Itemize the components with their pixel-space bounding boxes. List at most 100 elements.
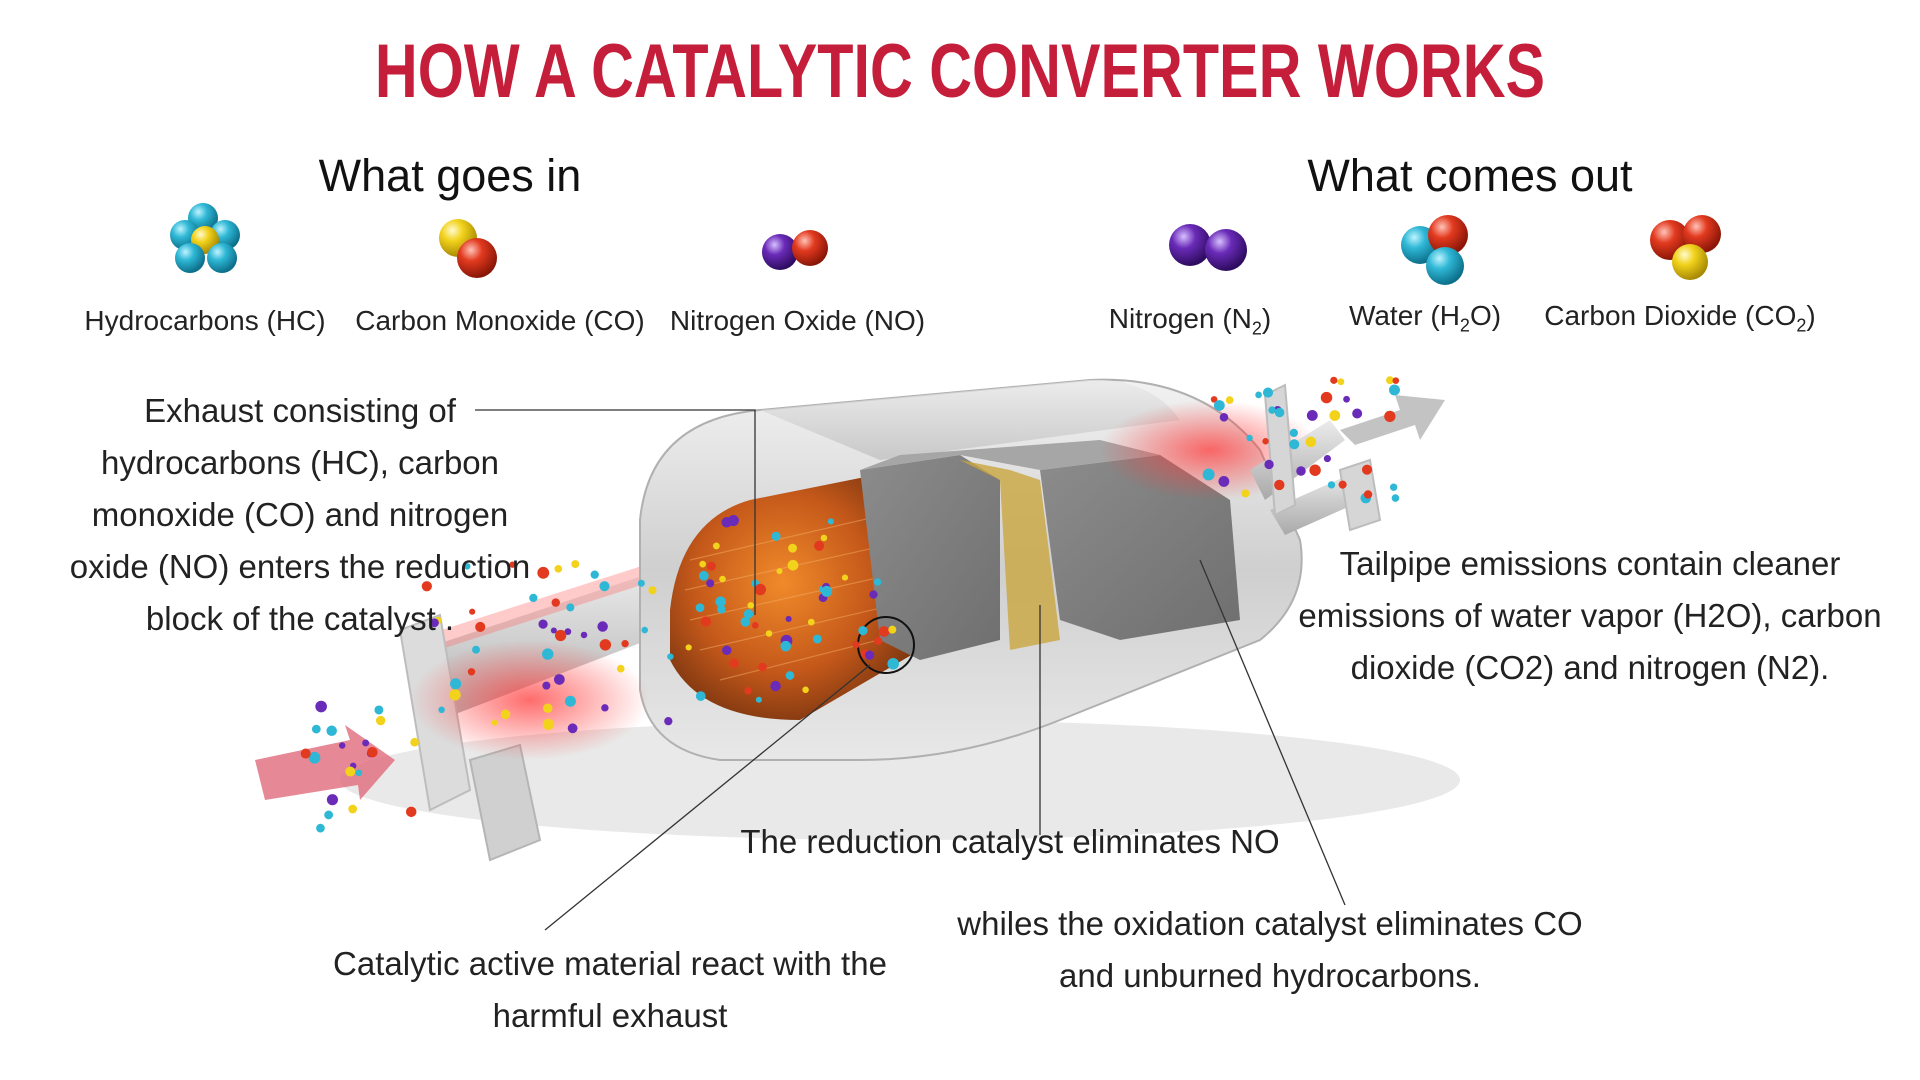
particle [601,704,609,712]
particle [553,674,565,685]
particle [1391,494,1400,502]
particle [1289,428,1298,438]
annotation-tailpipe: Tailpipe emissions contain cleaner emiss… [1298,545,1882,686]
particle [599,639,612,651]
particle [542,703,553,714]
particle [355,769,363,777]
particle [827,518,834,525]
particle [1360,492,1372,504]
particle [491,719,498,726]
particle [1289,439,1300,450]
particle [472,645,480,654]
carbon-dioxide-molecule-icon [1650,215,1721,280]
outlet-arrow-icon [1340,395,1445,445]
particle [1219,412,1229,422]
particle [1330,376,1338,384]
particle [374,705,384,715]
label-water: Water (H2O) [1348,300,1502,336]
particle [776,568,783,575]
particle [1389,483,1398,491]
particle [864,650,875,660]
annotation-exhaust-in: Exhaust consisting of hydrocarbons (HC),… [69,392,531,637]
particle [667,653,674,660]
particle [699,570,709,581]
particle [308,751,321,764]
particle [699,560,707,568]
particle [818,585,826,593]
particle [467,668,476,676]
particle [1361,464,1373,475]
particle [858,625,868,636]
particle [616,664,625,673]
particle [700,616,711,627]
particle [1320,391,1333,404]
particle [1213,400,1225,411]
hydrocarbon-molecule-icon [170,203,240,273]
particle [765,630,773,637]
particle [1202,468,1215,481]
label-hydrocarbons: Hydrocarbons (HC) [84,305,326,336]
particle [888,625,897,634]
particle [758,662,767,672]
particle [338,742,346,749]
particle [719,575,726,583]
inlet-arrow-icon [255,725,395,800]
particle [744,687,752,695]
particle [637,579,645,587]
carbon-monoxide-molecule-icon [439,219,497,278]
water-molecule-icon [1401,215,1468,285]
particle [751,621,759,629]
particle [743,609,754,619]
particle [874,636,883,646]
particle [717,605,726,614]
particle [1274,479,1285,491]
particle [542,648,554,660]
particle [542,718,555,731]
particle [747,602,754,609]
particle [564,695,576,707]
particle [621,639,629,648]
active-material-highlight [857,616,915,674]
particle [362,739,370,747]
particle [1274,407,1285,418]
particle [822,582,830,591]
particle [542,681,551,690]
particle [771,531,781,541]
particle [780,640,792,652]
particle [1296,466,1306,476]
particle [1337,378,1345,386]
particle [721,517,732,528]
particle [300,748,311,759]
particle [566,603,575,612]
particle [755,696,762,703]
page-title: HOW A CATALYTIC CONVERTER WORKS [374,29,1546,114]
particle [450,678,462,690]
particle [1305,436,1317,448]
particle [878,626,890,637]
particle [375,715,386,726]
particle [685,644,692,651]
nitrogen-oxide-molecule-icon [762,230,828,270]
label-carbon-dioxide: Carbon Dioxide (CO2) [1544,300,1816,336]
particle [1384,410,1396,423]
particle [841,574,849,581]
inputs-heading: What goes in [318,150,582,201]
particle [814,540,825,551]
particle [1262,438,1269,445]
particle [740,616,751,627]
particle [1218,475,1230,487]
particle [807,618,815,626]
particle [887,657,899,670]
particle [1323,455,1331,463]
particle [551,598,560,607]
particle [751,579,760,588]
particle [597,621,608,632]
particle [1255,391,1262,399]
annotation-oxidation: whiles the oxidation catalyst eliminates… [957,905,1583,994]
particle [554,629,567,642]
particle [554,565,563,573]
annotation-active-material: Catalytic active material react with the… [333,945,887,1034]
particle [780,634,793,647]
label-nitrogen: Nitrogen (N2) [1108,303,1272,339]
particle [315,700,327,713]
